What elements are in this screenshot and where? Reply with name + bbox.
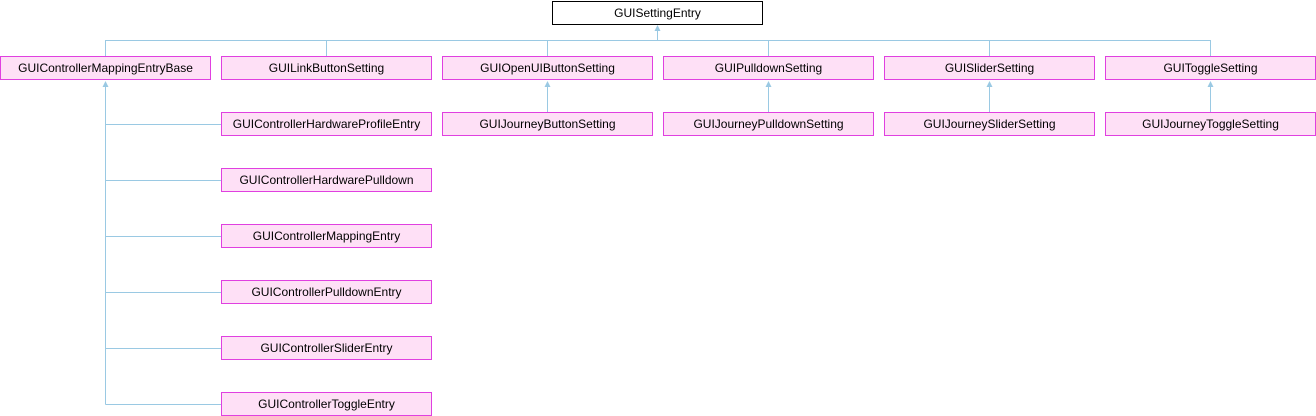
node-gui-pulldown-setting[interactable]: GUIPulldownSetting xyxy=(663,56,874,80)
node-gui-setting-entry[interactable]: GUISettingEntry xyxy=(552,1,763,25)
node-gui-journey-slider-setting[interactable]: GUIJourneySliderSetting xyxy=(884,112,1095,136)
node-gui-controller-mapping-entry[interactable]: GUIControllerMappingEntry xyxy=(221,224,432,248)
node-gui-controller-pulldown-entry[interactable]: GUIControllerPulldownEntry xyxy=(221,280,432,304)
node-gui-controller-slider-entry[interactable]: GUIControllerSliderEntry xyxy=(221,336,432,360)
node-gui-slider-setting[interactable]: GUISliderSetting xyxy=(884,56,1095,80)
arrow-head-journey-0 xyxy=(544,81,551,87)
node-gui-journey-toggle-setting[interactable]: GUIJourneyToggleSetting xyxy=(1105,112,1316,136)
node-gui-open-ui-button-setting[interactable]: GUIOpenUIButtonSetting xyxy=(442,56,653,80)
arrow-head-mapping-base xyxy=(102,81,109,87)
node-gui-controller-hardware-profile-entry[interactable]: GUIControllerHardwareProfileEntry xyxy=(221,112,432,136)
node-gui-controller-mapping-entry-base[interactable]: GUIControllerMappingEntryBase xyxy=(0,56,211,80)
node-gui-journey-pulldown-setting[interactable]: GUIJourneyPulldownSetting xyxy=(663,112,874,136)
node-gui-link-button-setting[interactable]: GUILinkButtonSetting xyxy=(221,56,432,80)
node-gui-controller-toggle-entry[interactable]: GUIControllerToggleEntry xyxy=(221,392,432,416)
node-gui-toggle-setting[interactable]: GUIToggleSetting xyxy=(1105,56,1316,80)
node-gui-journey-button-setting[interactable]: GUIJourneyButtonSetting xyxy=(442,112,653,136)
arrow-head-journey-2 xyxy=(986,81,993,87)
arrow-head-root xyxy=(654,25,661,31)
arrow-head-journey-1 xyxy=(765,81,772,87)
node-gui-controller-hardware-pulldown[interactable]: GUIControllerHardwarePulldown xyxy=(221,168,432,192)
arrow-head-journey-3 xyxy=(1207,81,1214,87)
